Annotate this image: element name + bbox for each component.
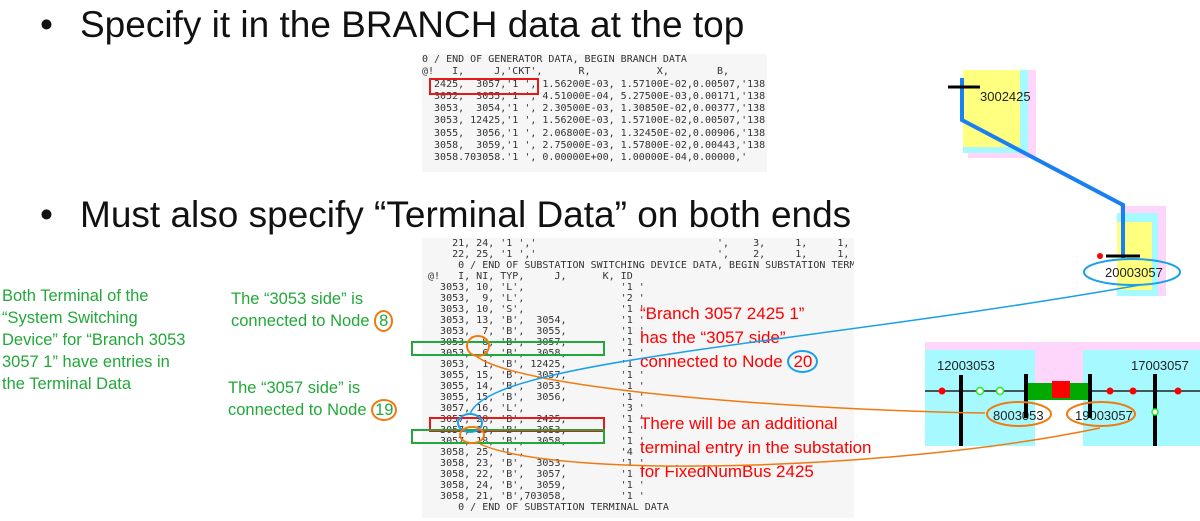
code-line: 0 / END OF SUBSTATION TERMINAL DATA <box>422 502 669 513</box>
code-line: 3053, 13, 'B', 3054, '1 ' <box>422 315 645 326</box>
code-line: 3055, 15, 'B', 3056, '1 ' <box>422 392 645 403</box>
code-line: 3058, 24, 'B', 3059, '1 ' <box>422 480 645 491</box>
highlight-3057-19 <box>411 429 605 444</box>
code-line: 3058, 21, 'B',703058, '1 ' <box>422 491 645 502</box>
note-line: The “3053 side” is <box>231 290 364 308</box>
bus-diagram <box>925 374 1200 446</box>
arrow-node8 <box>475 355 986 414</box>
bus-label-20003057: 20003057 <box>1105 265 1163 280</box>
highlight-3057-20 <box>429 417 605 432</box>
note-line: connected to Node <box>640 352 783 371</box>
code-line: 3058, 23, 'B', 3053, '1 ' <box>422 458 645 469</box>
code-line: 3053, 12425,'1 ', 1.56200E-03, 1.57100E-… <box>422 115 766 127</box>
code-line: 3053, 10, 'S', '1 ' <box>422 304 645 315</box>
bullet-branch: •Specify it in the BRANCH data at the to… <box>40 4 745 45</box>
code-line: 3055, 3056,'1 ', 2.06800E-03, 1.32450E-0… <box>422 127 766 139</box>
highlight-19003057 <box>1066 401 1136 427</box>
bus-label-12003053: 12003053 <box>937 358 995 373</box>
code-line: 3057, 18, 'B', 3058, '1 ' <box>422 436 645 447</box>
code-line: 3052, 3055,'1 ', 4.51000E-04, 5.27500E-0… <box>422 90 766 102</box>
branch-data-listing: 0 / END OF GENERATOR DATA, BEGIN BRANCH … <box>422 54 767 172</box>
note-3053-side: The “3053 side” is connected to Node 8 <box>231 288 394 332</box>
terminal-data-listing: 21, 24, '1 ',' ', 3, 1, 1, 0.0 22, 25, '… <box>422 238 854 518</box>
branch-line <box>948 78 1140 259</box>
node-label-8003053: 8003053 <box>993 408 1044 423</box>
highlight-8003053 <box>986 401 1052 427</box>
bullet-text: Must also specify “Terminal Data” on bot… <box>80 194 852 235</box>
code-line: 3053, 1, 'B', 12425, '1 ' <box>422 359 645 370</box>
code-line: 3058, 25, 'L', '4 ' <box>422 447 645 458</box>
note-terminal-entries: Both Terminal of the “System Switching D… <box>2 287 186 393</box>
note-line: “Branch 3057 2425 1” <box>640 304 805 323</box>
code-line: 3053, 9, 'L', '2 ' <box>422 293 645 304</box>
code-line: @! I, J,'CKT', R, X, B, <box>422 66 730 78</box>
code-line: 0 / END OF GENERATOR DATA, BEGIN BRANCH … <box>422 54 687 65</box>
arrow-node20 <box>469 284 1141 415</box>
code-line: 3053, 7, 'B', 3055, '1 ' <box>422 326 645 337</box>
circle-node-8 <box>466 335 490 357</box>
code-line: 0 / END OF SUBSTATION SWITCHING DEVICE D… <box>458 260 854 271</box>
code-line: 3057, 20, 'B', 2425, '1 ' <box>422 414 645 425</box>
zone-cyan-right <box>1083 350 1200 446</box>
note-line: connected to Node <box>231 312 370 330</box>
arrow-node19 <box>479 427 1101 467</box>
code-line: 3053, 10, 'L', '1 ' <box>422 282 645 293</box>
note-3057-side: The “3057 side” is connected to Node 19 <box>228 377 398 421</box>
code-line: 3053, 6, 'B', 3058, '1 ' <box>422 348 645 359</box>
bullet-terminal: •Must also specify “Terminal Data” on bo… <box>40 194 852 235</box>
code-line: 3057, 16, 'L', '3 ' <box>422 403 645 414</box>
code-line: 3053, 3054,'1 ', 2.30500E-03, 1.30850E-0… <box>422 103 766 115</box>
code-line: 21, 24, '1 ',' ', 3, 1, 1, 0.0 <box>422 238 854 249</box>
note-line: The “3057 side” is <box>228 379 361 397</box>
circle-node-19 <box>459 426 485 444</box>
node-19: 19 <box>371 399 398 421</box>
highlight-branch-row <box>429 78 539 95</box>
highlight-3053-8 <box>411 341 605 356</box>
node-20: 20 <box>787 350 819 373</box>
zone-cyan-left <box>925 350 1035 446</box>
code-line: 3058, 3059,'1 ', 2.75000E-03, 1.57800E-0… <box>422 140 766 152</box>
bus-label-3002425: 3002425 <box>980 89 1031 104</box>
note-line: connected to Node <box>228 401 367 419</box>
code-line: 22, 25, '1 ',' ', 2, 1, 1, 0.0 <box>422 249 854 260</box>
code-line: 2425, 3057,'1 ', 1.56200E-03, 1.57100E-0… <box>422 78 766 90</box>
node-8: 8 <box>374 310 394 332</box>
bus-label-17003057: 17003057 <box>1131 358 1189 373</box>
code-line: 3058, 22, 'B', 3057, '1 ' <box>422 469 645 480</box>
code-line: 3058.703058.'1 ', 0.00000E+00, 1.00000E-… <box>422 152 748 164</box>
code-line: @! I, NI, TYP, J, K, ID <box>422 271 633 282</box>
highlight-20003057 <box>1083 258 1181 286</box>
bullet-text: Specify it in the BRANCH data at the top <box>80 4 745 45</box>
